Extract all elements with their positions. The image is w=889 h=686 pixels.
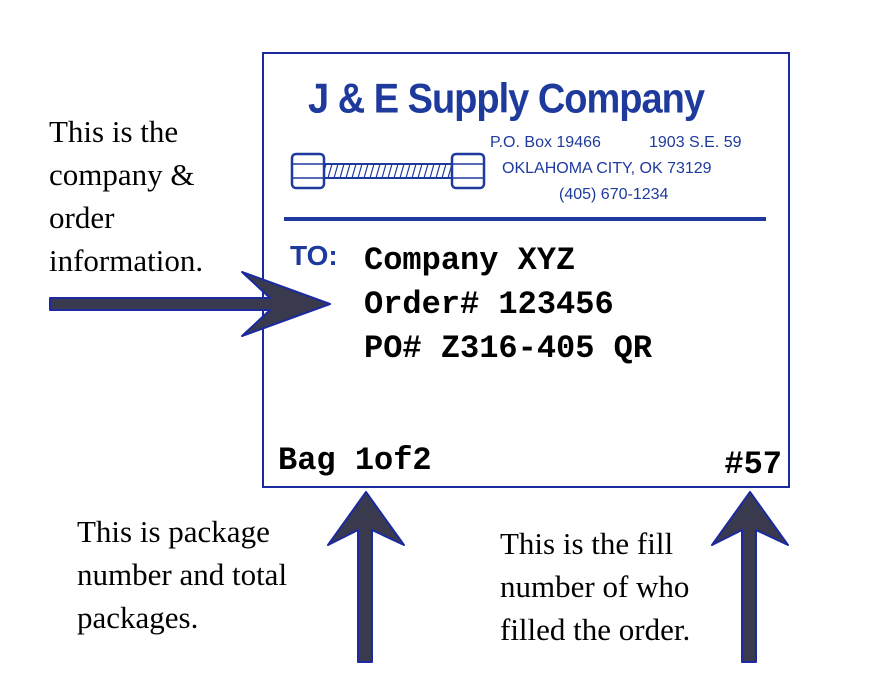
up-arrow-icon: [327, 491, 405, 663]
bolt-logo-icon: [290, 152, 486, 190]
shipping-label: J & E Supply Company P.O. Box 19466 1903…: [262, 52, 790, 488]
to-label: TO:: [290, 240, 338, 271]
order-number: Order# 123456: [364, 286, 614, 323]
address-phone: (405) 670-1234: [559, 186, 669, 203]
address-city: OKLAHOMA CITY, OK 73129: [502, 160, 712, 177]
annotation-package-info: This is package number and total package…: [77, 514, 288, 635]
address-po-box: P.O. Box 19466: [490, 134, 601, 151]
ship-to-company: Company XYZ: [364, 242, 576, 279]
po-number: PO# Z316-405 QR: [364, 330, 653, 367]
annotation-company-info: This is the company & order information.: [49, 114, 204, 278]
fill-number: #57: [724, 446, 782, 483]
header-divider: [284, 217, 766, 221]
company-name: J & E Supply Company: [308, 76, 705, 123]
bag-count: Bag 1of2: [278, 442, 432, 479]
address-street: 1903 S.E. 59: [649, 134, 742, 151]
annotation-fill-info: This is the fill number of who filled th…: [500, 526, 691, 647]
